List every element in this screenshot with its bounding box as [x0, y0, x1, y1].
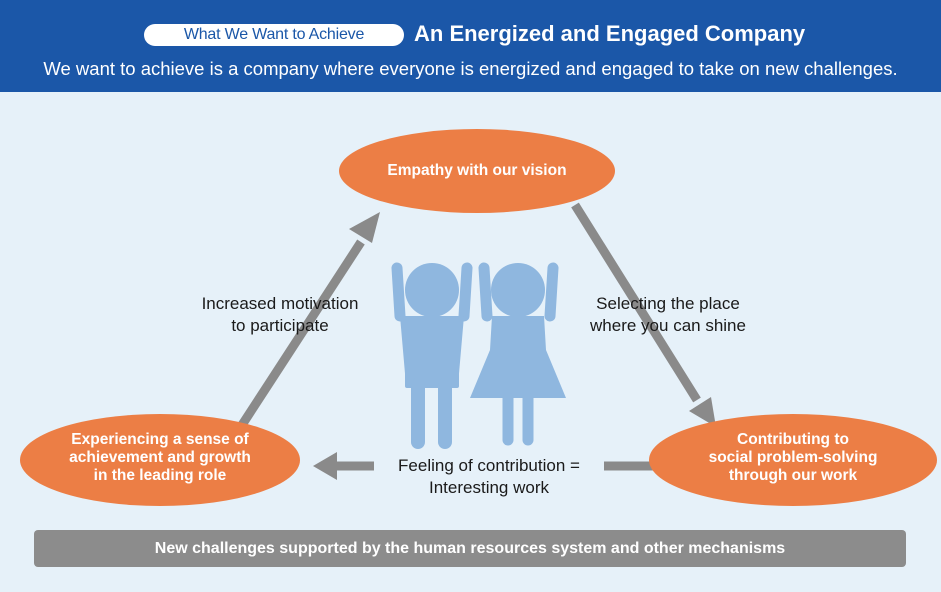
cycle-diagram: [20, 129, 937, 506]
edge-label-left-to-top-line-2: to participate: [231, 316, 329, 335]
header-banner: What We Want to Achieve An Energized and…: [0, 0, 941, 92]
person-in-dress-arms-raised-icon: [470, 262, 566, 446]
node-right-line-3: through our work: [728, 467, 858, 484]
node-left-line-2: achievement and growth: [69, 449, 251, 466]
edge-label-top-to-right: Selecting the place where you can shine: [568, 293, 768, 337]
edge-label-right-to-left: Feeling of contribution = Interesting wo…: [378, 455, 600, 499]
node-right-oval: [649, 414, 937, 506]
arrow-top-to-right: [571, 202, 716, 427]
node-right-line-2: social problem-solving: [708, 449, 878, 466]
node-right-line-1: Contributing to: [737, 431, 849, 448]
page-subtitle: We want to achieve is a company where ev…: [43, 58, 898, 79]
edge-label-right-to-left-line-2: Interesting work: [429, 478, 549, 497]
footer-bar: New challenges supported by the human re…: [34, 530, 906, 567]
edge-label-top-to-right-line-1: Selecting the place: [596, 294, 740, 313]
node-left-oval: [20, 414, 300, 506]
section-pill-label: What We Want to Achieve: [144, 24, 404, 46]
edge-label-left-to-top-line-1: Increased motivation: [201, 294, 359, 313]
page-title: An Energized and Engaged Company: [414, 21, 806, 46]
node-top-label: Empathy with our vision: [387, 162, 567, 179]
edge-label-top-to-right-line-2: where you can shine: [590, 316, 746, 335]
node-left-line-1: Experiencing a sense of: [71, 431, 249, 448]
edge-label-right-to-left-line-1: Feeling of contribution =: [398, 456, 580, 475]
arrow-right-to-left: [313, 452, 655, 480]
arrow-left-to-top: [238, 212, 380, 428]
node-left-label: Experiencing a sense of achievement and …: [20, 431, 300, 485]
node-top-oval: [339, 129, 615, 213]
node-left-line-3: in the leading role: [93, 467, 227, 484]
node-right-label: Contributing to social problem-solving t…: [650, 431, 936, 485]
person-arms-raised-icon: [391, 262, 473, 449]
edge-label-left-to-top: Increased motivation to participate: [180, 293, 380, 337]
